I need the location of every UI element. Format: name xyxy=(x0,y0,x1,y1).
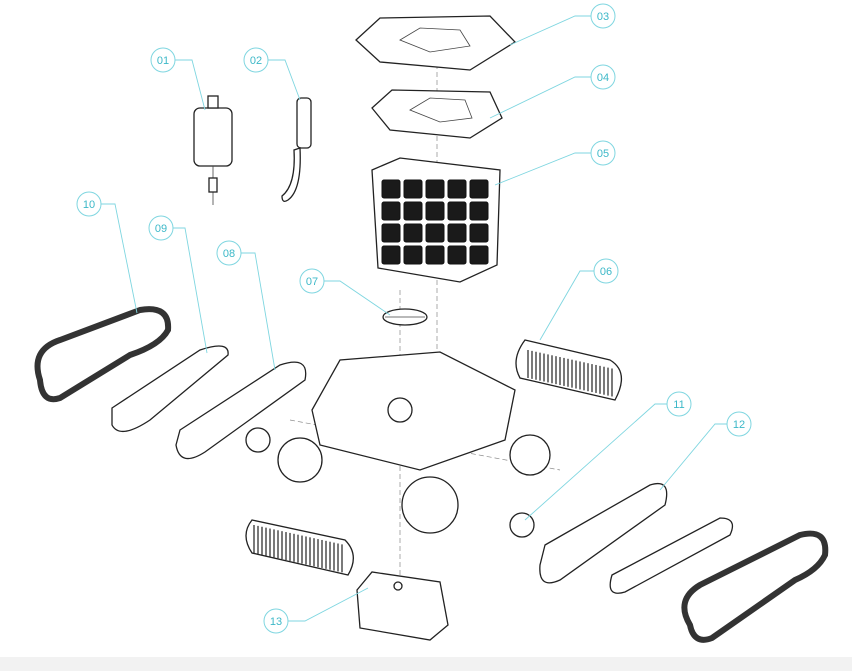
filter-cell xyxy=(447,223,467,243)
callout-10: 10 xyxy=(76,191,138,314)
part-filter-basket xyxy=(371,157,501,283)
part-brush-upper xyxy=(515,339,622,401)
filter-cell xyxy=(469,245,489,265)
callout-bubble xyxy=(593,258,619,284)
filter-cell xyxy=(447,245,467,265)
part-impeller xyxy=(382,308,428,326)
part-power-supply xyxy=(193,95,233,205)
callout-number: 03 xyxy=(597,11,609,23)
callout-number: 10 xyxy=(83,199,95,211)
leader-line xyxy=(524,403,667,521)
callout-number: 08 xyxy=(223,248,235,260)
filter-cell xyxy=(425,179,445,199)
leader-line xyxy=(659,423,727,491)
callout-09: 09 xyxy=(148,215,208,354)
callout-04: 04 xyxy=(489,64,616,119)
callout-bubble xyxy=(590,64,616,90)
callout-13: 13 xyxy=(263,587,369,634)
filter-cell xyxy=(403,179,423,199)
callout-number: 02 xyxy=(250,55,262,67)
leader-line xyxy=(539,270,594,341)
callout-labels: 01 02 03 04 05 06 07 08 09 10 11 12 13 xyxy=(76,3,752,634)
filter-cell xyxy=(469,179,489,199)
part-seal-left xyxy=(111,345,229,432)
callout-bubble xyxy=(590,140,616,166)
leader-line xyxy=(101,203,138,314)
filter-cell xyxy=(469,223,489,243)
part-filter-lid xyxy=(371,89,503,139)
callout-bubble xyxy=(243,47,269,73)
callout-number: 12 xyxy=(733,419,745,431)
filter-cell xyxy=(469,201,489,221)
callout-01: 01 xyxy=(150,47,206,111)
part-track-right xyxy=(681,530,829,643)
filter-cell xyxy=(381,179,401,199)
leader-line xyxy=(509,15,591,46)
filter-cell xyxy=(425,201,445,221)
leader-line xyxy=(324,280,391,316)
leader-line xyxy=(173,227,208,354)
callout-bubble xyxy=(150,47,176,73)
callout-05: 05 xyxy=(494,140,616,186)
filter-cell xyxy=(403,223,423,243)
part-hook-handle xyxy=(281,97,312,202)
part-side-plate-right xyxy=(539,482,668,584)
callout-07: 07 xyxy=(299,268,391,316)
callout-bubble xyxy=(148,215,174,241)
callout-06: 06 xyxy=(539,258,619,341)
callout-number: 07 xyxy=(306,276,318,288)
filter-cell xyxy=(403,245,423,265)
filter-cell xyxy=(425,223,445,243)
callout-02: 02 xyxy=(243,47,301,101)
callout-bubble xyxy=(216,240,242,266)
callout-bubble xyxy=(299,268,325,294)
callout-number: 04 xyxy=(597,72,609,84)
part-robot-body xyxy=(245,351,551,538)
part-brush-lower xyxy=(245,519,354,576)
callout-12: 12 xyxy=(659,411,752,491)
filter-cell xyxy=(425,245,445,265)
leader-line xyxy=(288,587,369,622)
part-top-cover xyxy=(355,15,517,71)
leader-line xyxy=(489,76,591,119)
callout-bubble xyxy=(666,391,692,417)
filter-cell xyxy=(381,223,401,243)
filter-cell xyxy=(447,201,467,221)
callout-number: 01 xyxy=(157,55,169,67)
exploded-parts-diagram: 01 02 03 04 05 06 07 08 09 10 11 12 13 xyxy=(34,3,829,643)
callout-03: 03 xyxy=(509,3,616,46)
callout-bubble xyxy=(263,608,289,634)
callout-number: 13 xyxy=(270,616,282,628)
callout-bubble xyxy=(590,3,616,29)
part-track-left xyxy=(34,306,172,403)
filter-cell xyxy=(403,201,423,221)
callout-bubble xyxy=(726,411,752,437)
callout-bubble xyxy=(76,191,102,217)
callout-number: 05 xyxy=(597,148,609,160)
part-side-plate-left xyxy=(175,361,307,460)
part-motor-box xyxy=(356,571,449,641)
callout-number: 06 xyxy=(600,266,612,278)
leader-line xyxy=(241,252,276,371)
footer-band xyxy=(0,657,852,671)
filter-cell xyxy=(381,245,401,265)
callout-08: 08 xyxy=(216,240,276,371)
callout-number: 09 xyxy=(155,223,167,235)
leader-line xyxy=(175,59,206,111)
filter-cell xyxy=(447,179,467,199)
part-seal-right xyxy=(609,517,734,594)
leader-line xyxy=(494,152,591,186)
leader-line xyxy=(268,59,301,101)
filter-cell xyxy=(381,201,401,221)
callout-11: 11 xyxy=(524,391,692,521)
callout-number: 11 xyxy=(673,399,684,411)
